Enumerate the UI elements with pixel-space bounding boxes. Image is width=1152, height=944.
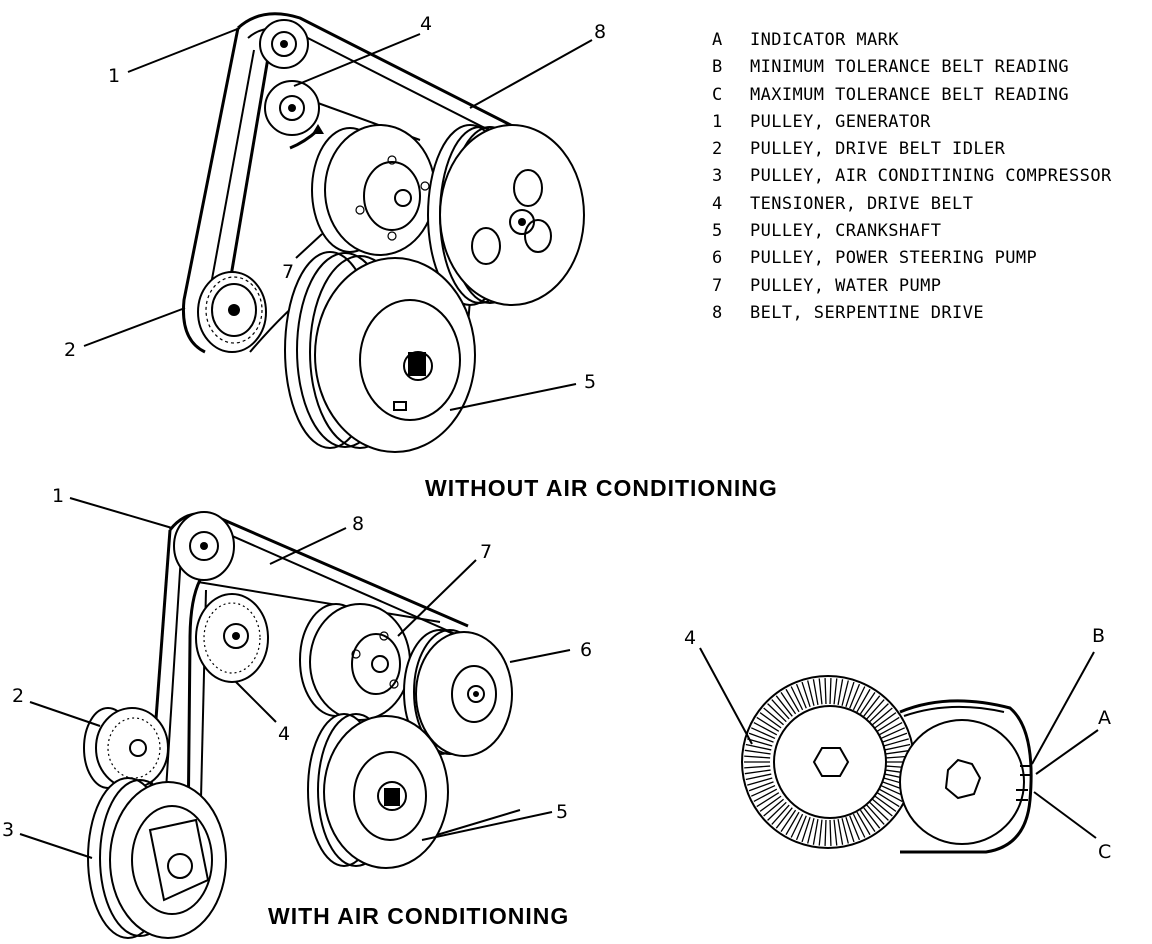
tensioner-pulley-detail <box>741 675 915 849</box>
legend-key: 1 <box>712 111 723 132</box>
legend-text: TENSIONER, DRIVE BELT <box>750 193 974 214</box>
callout-top-1: 1 <box>108 65 120 87</box>
power-steering-pulley-bottom <box>403 629 513 757</box>
crankshaft-pulley-bottom <box>307 713 449 869</box>
legend-key: 7 <box>712 275 723 296</box>
callout-bottom-6: 6 <box>580 639 592 661</box>
legend-text: PULLEY, DRIVE BELT IDLER <box>750 139 1006 160</box>
tensioner-arm-detail <box>899 699 1033 854</box>
legend-row: 6 PULLEY, POWER STEERING PUMP <box>712 245 1112 272</box>
legend-text: PULLEY, POWER STEERING PUMP <box>750 248 1038 269</box>
tensioner-bottom <box>195 593 269 683</box>
serpentine-belt-top <box>181 12 541 399</box>
legend-key: 8 <box>712 302 723 323</box>
ac-compressor-pulley-bottom <box>87 777 227 939</box>
legend-text: PULLEY, CRANKSHAFT <box>750 221 942 242</box>
callout-top-2: 2 <box>64 339 76 361</box>
callout-detail-c: C <box>1098 841 1111 863</box>
legend-key: 4 <box>712 193 723 214</box>
legend-key: C <box>712 84 723 105</box>
callout-top-8: 8 <box>594 21 606 43</box>
caption-without-ac: WITHOUT AIR CONDITIONING <box>425 475 778 501</box>
callout-top-7: 7 <box>282 261 294 283</box>
legend-text: PULLEY, AIR CONDITINING COMPRESSOR <box>750 166 1112 187</box>
tensioner-detail: 4 B A C <box>684 625 1111 863</box>
legend-text: INDICATOR MARK <box>750 30 899 50</box>
legend-row: 8 BELT, SERPENTINE DRIVE <box>712 300 1112 327</box>
callout-bottom-2: 2 <box>12 685 24 707</box>
legend-text: MINIMUM TOLERANCE BELT READING <box>750 57 1070 78</box>
component-legend: A INDICATOR MARK B MINIMUM TOLERANCE BELT R… <box>712 27 1112 327</box>
diagram-with-ac: 1 8 7 6 4 2 3 5 <box>2 485 592 939</box>
legend-text: PULLEY, WATER PUMP <box>750 275 942 296</box>
callout-bottom-5: 5 <box>556 801 568 823</box>
legend-text: MAXIMUM TOLERANCE BELT READING <box>750 84 1070 105</box>
legend-key: 5 <box>712 221 723 242</box>
water-pump-pulley-top <box>311 124 436 256</box>
callout-top-5: 5 <box>584 371 596 393</box>
legend-row: B MINIMUM TOLERANCE BELT READING <box>712 54 1112 81</box>
legend-key: 6 <box>712 248 723 269</box>
tensioner-top <box>264 80 324 150</box>
legend-text: BELT, SERPENTINE DRIVE <box>750 302 984 323</box>
legend-row: 4 TENSIONER, DRIVE BELT <box>712 191 1112 218</box>
callout-bottom-1: 1 <box>52 485 64 507</box>
legend-key: A <box>712 30 723 50</box>
legend-row: 5 PULLEY, CRANKSHAFT <box>712 218 1112 245</box>
generator-pulley-bottom <box>173 511 235 581</box>
legend-row: 3 PULLEY, AIR CONDITINING COMPRESSOR <box>712 163 1112 190</box>
legend-row: 1 PULLEY, GENERATOR <box>712 109 1112 136</box>
callout-bottom-8: 8 <box>352 513 364 535</box>
callout-bottom-4: 4 <box>278 723 290 745</box>
legend-row: C MAXIMUM TOLERANCE BELT READING <box>712 82 1112 109</box>
legend-key: 3 <box>712 166 723 187</box>
diagram-without-ac: 1 2 4 8 7 5 <box>64 12 606 453</box>
caption-with-ac: WITH AIR CONDITIONING <box>268 903 569 929</box>
generator-pulley-top <box>259 19 309 69</box>
legend-row: A INDICATOR MARK <box>712 27 1112 54</box>
legend-key: B <box>712 57 723 78</box>
idler-pulley-bottom <box>83 707 169 789</box>
callout-top-4: 4 <box>420 13 432 35</box>
callout-bottom-3: 3 <box>2 819 14 841</box>
callout-detail-4: 4 <box>684 627 696 649</box>
legend-row: 7 PULLEY, WATER PUMP <box>712 273 1112 300</box>
legend-key: 2 <box>712 139 723 160</box>
legend-text: PULLEY, GENERATOR <box>750 111 931 132</box>
legend-row: 2 PULLEY, DRIVE BELT IDLER <box>712 136 1112 163</box>
power-steering-pulley-top <box>427 124 585 306</box>
callout-detail-a: A <box>1098 707 1111 729</box>
idler-pulley-top <box>197 271 267 353</box>
callout-bottom-7: 7 <box>480 541 492 563</box>
callout-detail-b: B <box>1092 625 1105 647</box>
water-pump-pulley-bottom <box>299 603 411 721</box>
crankshaft-pulley-top <box>284 251 476 453</box>
